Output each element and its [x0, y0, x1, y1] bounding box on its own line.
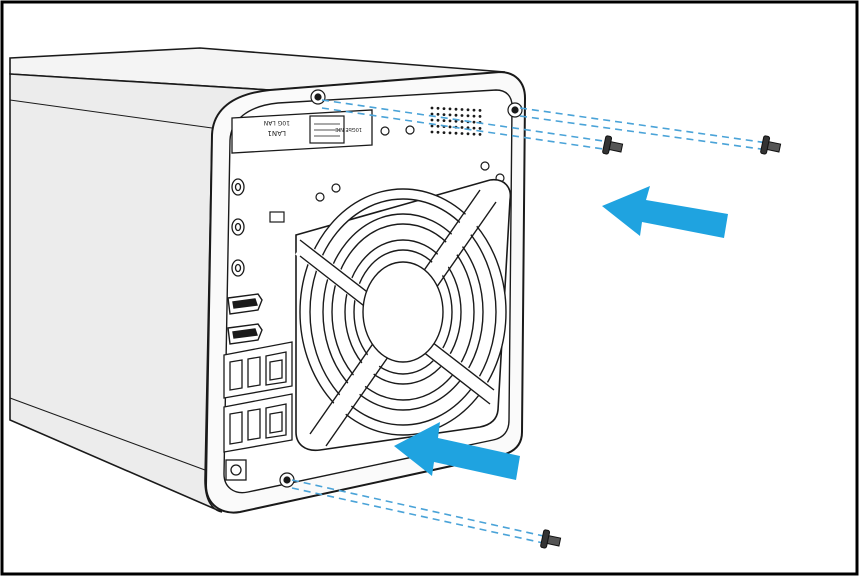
vent-dot [442, 113, 446, 116]
vent-dot [448, 131, 452, 135]
nas-side-groove [9, 99, 213, 129]
vent-dot [460, 114, 464, 117]
vent-dot [436, 130, 440, 134]
screw-icon [760, 135, 782, 155]
vent-dot-grid [430, 106, 482, 136]
vent-dot [454, 119, 458, 123]
vent-dot [454, 131, 458, 135]
vent-dot [442, 119, 446, 122]
power-connector [225, 459, 247, 481]
vent-dot [448, 113, 452, 117]
arrow-left-icon [602, 186, 728, 238]
screw-icon [602, 135, 624, 155]
vent-dot [466, 114, 470, 118]
rj45-port [309, 115, 345, 144]
vent-dot [454, 107, 458, 111]
vent-dot [478, 126, 482, 130]
fan-grille [295, 178, 512, 452]
vent-dot [478, 115, 482, 118]
card-label-nic: 10GbE NIC [335, 126, 362, 132]
usb-port-block-lower [223, 393, 293, 453]
vent-dot [436, 112, 440, 116]
reset-switch [269, 211, 285, 223]
audio-jacks [231, 178, 245, 277]
vent-dot [430, 112, 434, 116]
screw-icon [540, 529, 562, 549]
usb-port-block-upper [223, 341, 293, 399]
vent-dot [430, 106, 434, 110]
vent-dot [448, 119, 452, 123]
vent-dot [448, 125, 452, 129]
nas-side-groove [9, 397, 206, 471]
vent-dot [454, 113, 458, 117]
vent-dot [478, 109, 482, 112]
vent-dot [460, 120, 464, 123]
card-label-10g: 10G LAN [264, 119, 290, 126]
vent-dot [466, 132, 470, 136]
vent-dot [430, 124, 434, 128]
vent-dot [460, 126, 464, 129]
vent-dot [472, 120, 476, 124]
vent-dot [472, 114, 476, 118]
vent-dot [430, 118, 434, 122]
vent-dot [436, 118, 440, 122]
vent-dot [430, 130, 434, 134]
vent-dot [436, 106, 440, 110]
vent-dot [472, 132, 476, 136]
vent-dot [442, 107, 446, 110]
arrow-left-icon [394, 422, 520, 480]
expansion-card-bracket: LAN1 10G LAN 10GbE NIC [231, 109, 373, 154]
vent-dot [448, 107, 452, 111]
hdmi-ports [227, 293, 263, 345]
vent-dot [472, 126, 476, 130]
card-label-lan1: LAN1 [267, 129, 286, 137]
vent-dot [472, 108, 476, 112]
vent-dot [466, 108, 470, 112]
vent-dot [478, 133, 482, 136]
vent-dot [460, 108, 464, 111]
vent-dot [460, 132, 464, 135]
vent-dot [436, 124, 440, 128]
screw-guide-lines [291, 99, 769, 545]
vent-dot [442, 131, 446, 135]
